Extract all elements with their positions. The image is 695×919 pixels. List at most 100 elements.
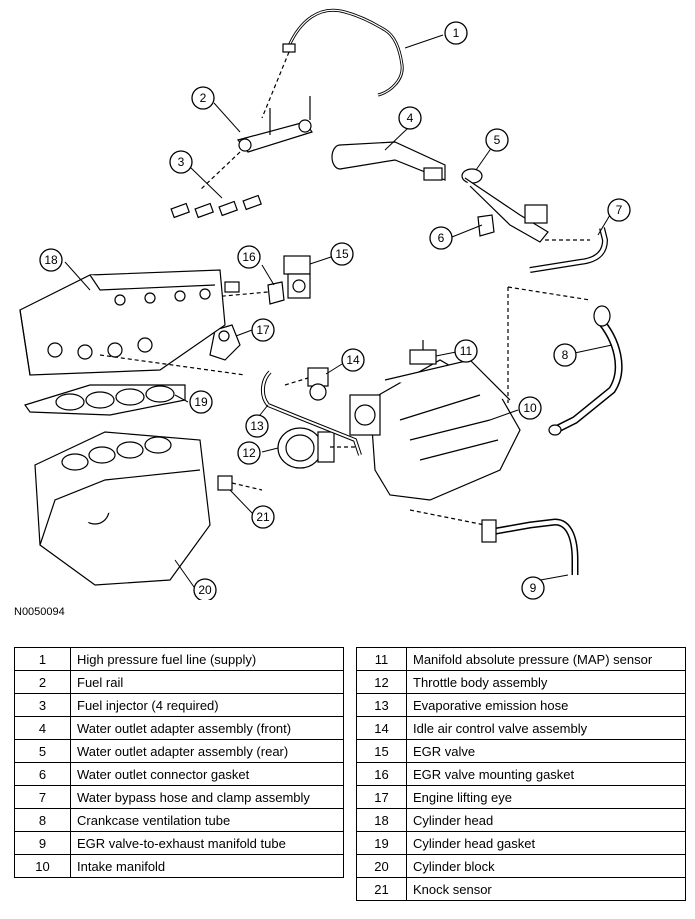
fuel-injector-part — [170, 194, 262, 219]
legend-number: 9 — [14, 831, 71, 855]
diagram-code: N0050094 — [14, 606, 65, 618]
legend-label: EGR valve-to-exhaust manifold tube — [70, 831, 344, 855]
legend-number: 1 — [14, 647, 71, 671]
legend-number: 21 — [356, 877, 407, 901]
evap-hose-part — [261, 370, 362, 456]
legend-label: Engine lifting eye — [406, 785, 686, 809]
callout-13: 13 — [250, 419, 264, 433]
legend-label: Manifold absolute pressure (MAP) sensor — [406, 647, 686, 671]
legend-label: Evaporative emission hose — [406, 693, 686, 717]
callout-9: 9 — [530, 581, 537, 595]
lifting-eye-part — [209, 324, 241, 361]
legend-number: 2 — [14, 670, 71, 694]
legend-number: 18 — [356, 808, 407, 832]
legend-label: Cylinder block — [406, 854, 686, 878]
legend-label: Water outlet adapter assembly (rear) — [70, 739, 344, 763]
throttle-body-part — [277, 427, 355, 469]
legend-number: 3 — [14, 693, 71, 717]
callout-6: 6 — [438, 231, 445, 245]
legend-label: High pressure fuel line (supply) — [70, 647, 344, 671]
water-outlet-rear-part — [461, 168, 549, 243]
callout-3: 3 — [178, 155, 185, 169]
callout-4: 4 — [407, 111, 414, 125]
legend-number: 14 — [356, 716, 407, 740]
legend-label: Water bypass hose and clamp assembly — [70, 785, 344, 809]
legend-label: Water outlet adapter assembly (front) — [70, 716, 344, 740]
callout-11: 11 — [460, 344, 473, 358]
callout-15: 15 — [335, 247, 349, 261]
legend-number: 15 — [356, 739, 407, 763]
legend-number: 16 — [356, 762, 407, 786]
legend-number: 5 — [14, 739, 71, 763]
callout-16: 16 — [242, 250, 256, 264]
legend-label: EGR valve — [406, 739, 686, 763]
map-sensor-part — [409, 340, 437, 365]
callout-14: 14 — [346, 353, 360, 367]
legend-label: Cylinder head gasket — [406, 831, 686, 855]
cylinder-block-part — [34, 431, 211, 586]
callout-12: 12 — [242, 446, 256, 460]
legend-label: Throttle body assembly — [406, 670, 686, 694]
head-gasket-part — [24, 384, 186, 416]
crankcase-ventilation-part — [507, 286, 623, 436]
intake-manifold-part — [349, 359, 521, 501]
callout-17: 17 — [256, 323, 270, 337]
legend-number: 12 — [356, 670, 407, 694]
callout-21: 21 — [256, 510, 270, 524]
legend-label: Fuel injector (4 required) — [70, 693, 344, 717]
fuel-rail-part — [199, 96, 313, 191]
legend-number: 19 — [356, 831, 407, 855]
knock-sensor-part — [217, 475, 263, 491]
callout-19: 19 — [194, 395, 208, 409]
egr-gasket-part — [179, 281, 285, 305]
legend-number: 6 — [14, 762, 71, 786]
legend-label: Crankcase ventilation tube — [70, 808, 344, 832]
legend-label: Water outlet connector gasket — [70, 762, 344, 786]
legend-number: 17 — [356, 785, 407, 809]
cylinder-head-part — [19, 269, 246, 376]
legend-number: 4 — [14, 716, 71, 740]
legend-number: 7 — [14, 785, 71, 809]
egr-tube-part — [409, 509, 579, 575]
callout-8: 8 — [562, 348, 569, 362]
exploded-engine-diagram: 1 2 3 4 5 6 7 8 9 10 11 12 13 14 15 16 1… — [19, 8, 631, 600]
water-outlet-front-part — [331, 141, 446, 181]
callout-10: 10 — [523, 401, 537, 415]
fuel-line-part — [261, 8, 404, 119]
callout-labels: 1 2 3 4 5 6 7 8 9 10 11 12 13 14 15 16 1… — [44, 26, 622, 597]
legend-number: 13 — [356, 693, 407, 717]
egr-valve-part — [283, 255, 311, 299]
callout-1: 1 — [453, 26, 460, 40]
legend-number: 8 — [14, 808, 71, 832]
legend-label: Knock sensor — [406, 877, 686, 901]
water-bypass-hose-part — [529, 227, 609, 273]
legend-number: 10 — [14, 854, 71, 878]
callout-2: 2 — [200, 91, 207, 105]
legend-label: EGR valve mounting gasket — [406, 762, 686, 786]
legend-label: Idle air control valve assembly — [406, 716, 686, 740]
legend-label: Cylinder head — [406, 808, 686, 832]
legend-label: Intake manifold — [70, 854, 344, 878]
